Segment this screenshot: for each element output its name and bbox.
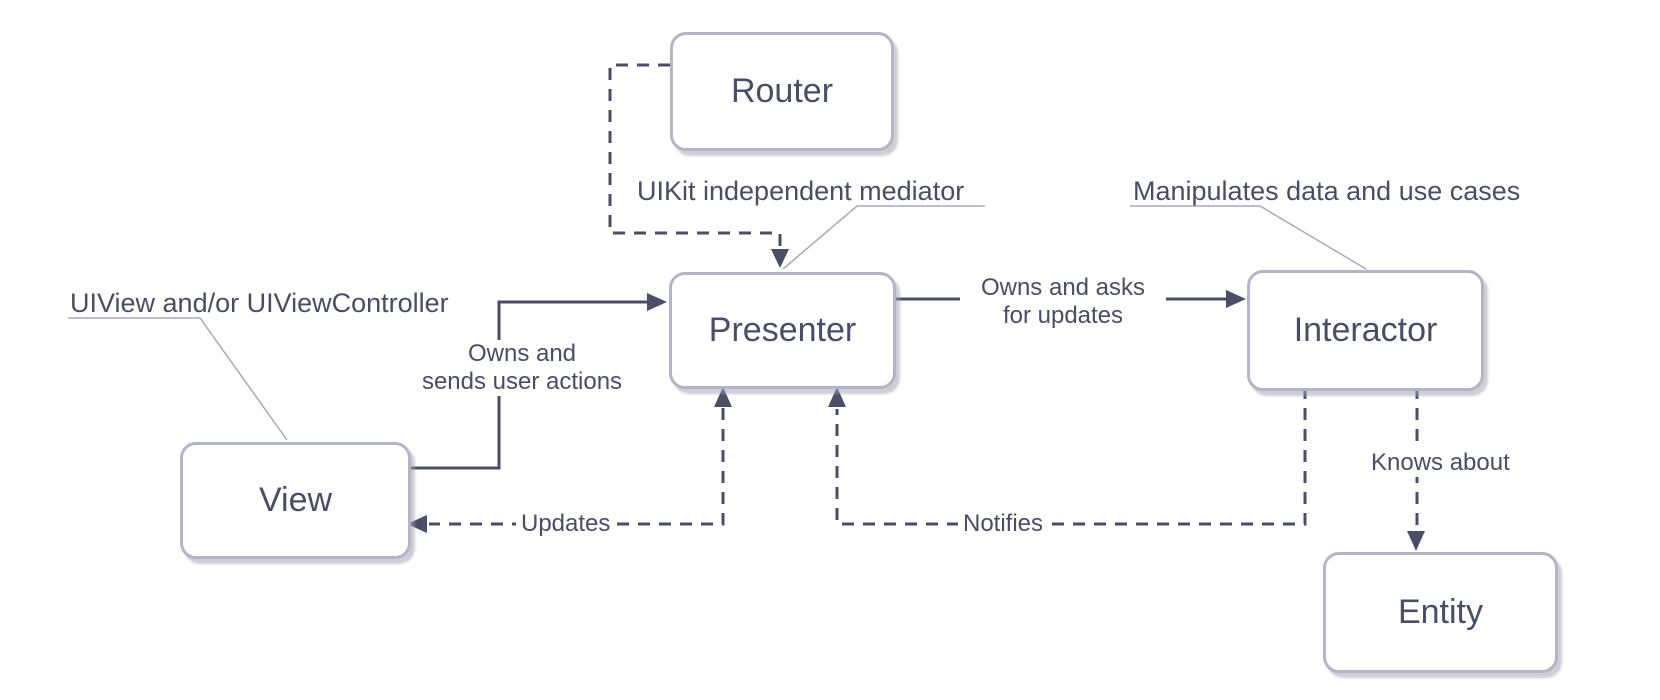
node-interactor: Interactor xyxy=(1247,270,1484,391)
arrowhead-into-entity xyxy=(1407,531,1425,551)
annotation-uikit: UIKit independent mediator xyxy=(637,176,965,206)
node-interactor-label: Interactor xyxy=(1293,311,1438,349)
edge-label-owns-asks-line2: for updates xyxy=(1002,302,1124,329)
node-presenter-label: Presenter xyxy=(708,311,857,349)
arrowhead-presenter-to-interactor xyxy=(1226,290,1246,308)
edge-interactor-to-presenter-notifies xyxy=(835,387,1307,526)
leader-manipulates-to-interactor xyxy=(1130,205,1367,270)
edge-router-to-presenter xyxy=(608,63,782,249)
arrowhead-updates-into-view xyxy=(407,515,427,533)
node-entity: Entity xyxy=(1323,552,1558,673)
node-view-label: View xyxy=(258,481,333,519)
arrowhead-notifies-into-presenter xyxy=(828,387,846,407)
node-entity-label: Entity xyxy=(1397,593,1484,631)
edge-label-owns-sends: Owns and sends user actions xyxy=(409,340,635,396)
edge-label-owns-sends-line2: sends user actions xyxy=(421,368,623,395)
annotation-manipulates: Manipulates data and use cases xyxy=(1133,176,1521,206)
node-router-label: Router xyxy=(730,72,834,110)
annotation-uiview: UIView and/or UIViewController xyxy=(70,288,449,318)
node-view: View xyxy=(180,442,411,559)
edge-label-owns-asks-line1: Owns and asks xyxy=(980,274,1146,301)
edge-label-owns-sends-line1: Owns and xyxy=(467,340,577,367)
edge-label-notifies: Notifies xyxy=(958,509,1049,538)
edge-label-owns-asks: Owns and asks for updates xyxy=(960,274,1166,330)
leader-uikit-to-presenter xyxy=(782,205,985,270)
node-router: Router xyxy=(670,32,894,151)
edge-presenter-to-view-updates xyxy=(429,408,725,526)
leader-uiview-to-view xyxy=(68,317,288,441)
node-presenter: Presenter xyxy=(669,272,896,389)
arrowhead-updates-into-presenter xyxy=(714,387,732,407)
edge-label-updates: Updates xyxy=(516,509,616,538)
edge-label-knows-about: Knows about xyxy=(1366,448,1515,477)
arrowhead-view-to-presenter xyxy=(647,293,667,311)
arrowhead-router-to-presenter xyxy=(771,249,789,268)
